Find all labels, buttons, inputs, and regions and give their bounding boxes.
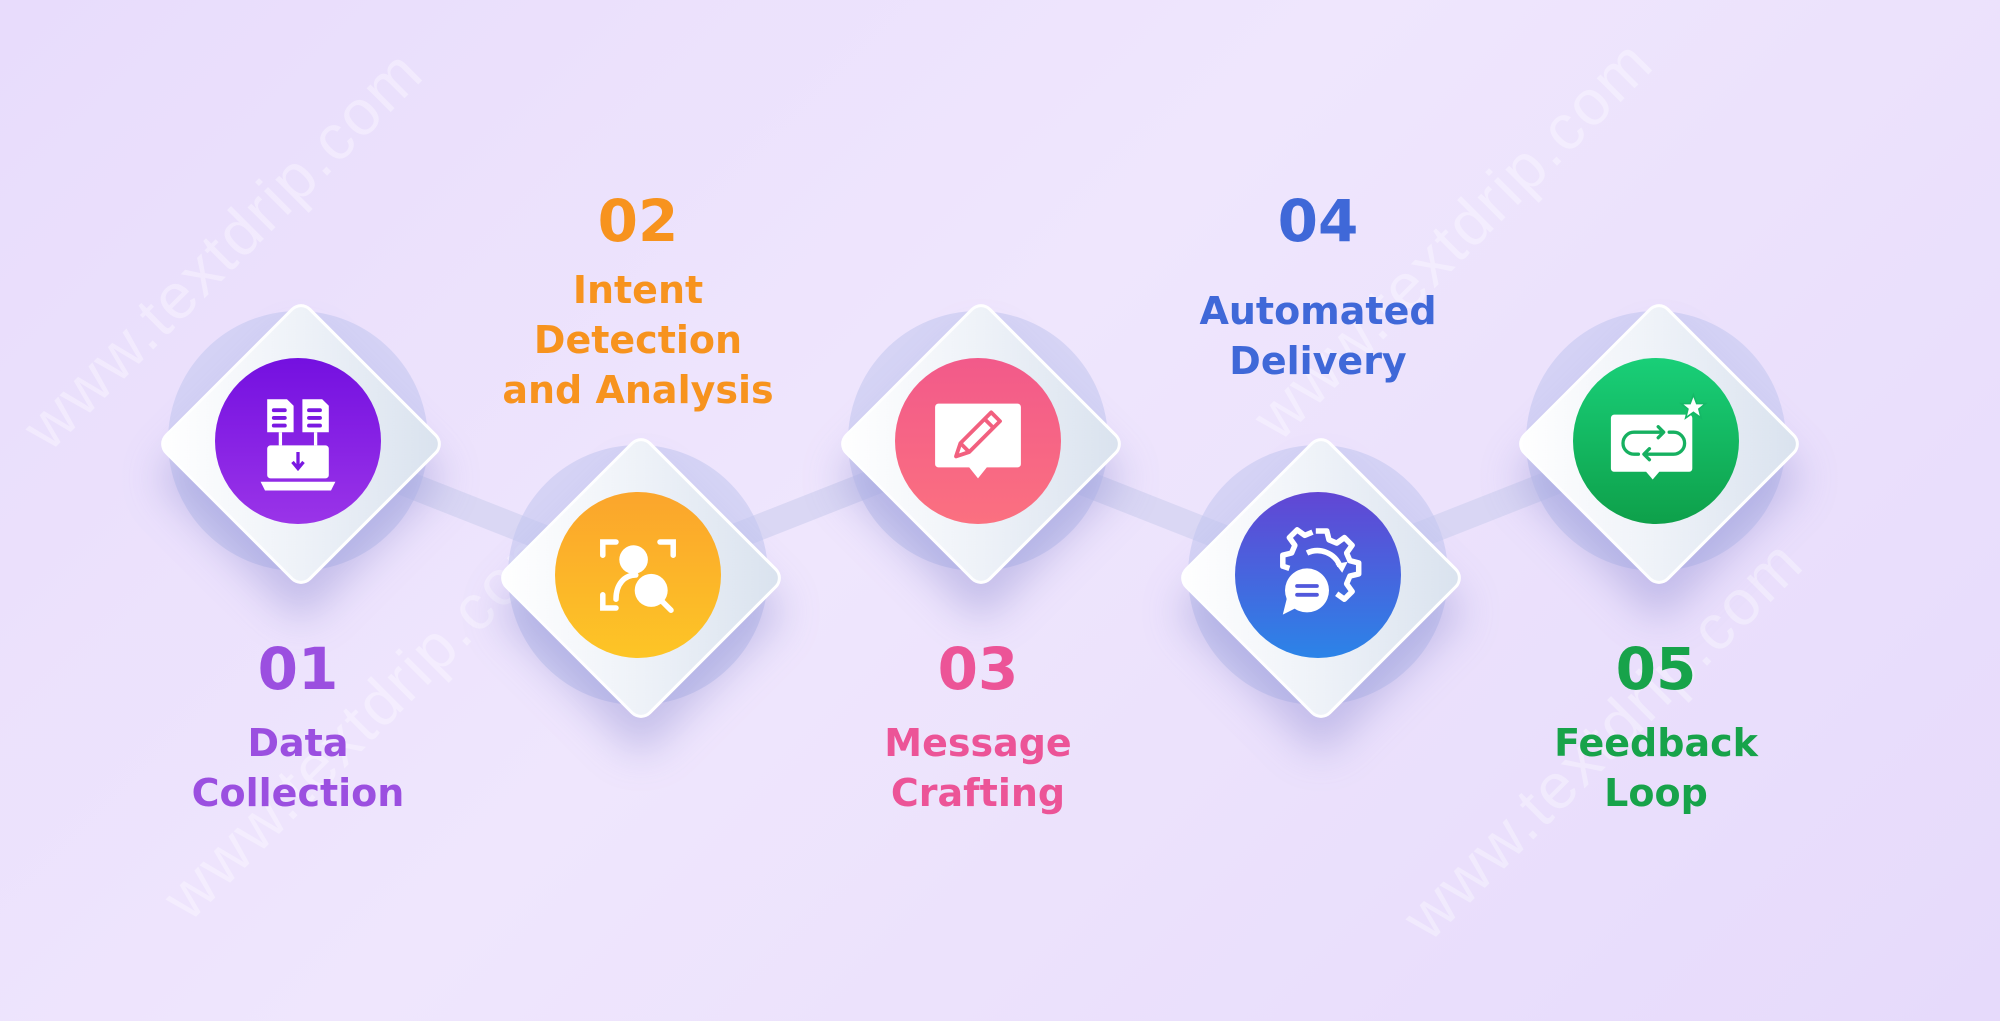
documents-to-laptop-icon [260,399,336,491]
user-scan-search-icon [600,539,676,613]
step-title: Intent Detection and Analysis [478,265,798,415]
title-line: Detection [533,318,743,362]
title-line: Data [247,721,349,765]
step-number: 04 [1277,187,1359,255]
step-title: Message Crafting [818,718,1138,818]
title-line: Loop [1604,771,1708,815]
title-line: Feedback [1554,721,1758,765]
icon-circle [1235,492,1401,658]
icon-circle [895,358,1061,524]
message-pencil-icon [935,403,1021,479]
title-line: Automated [1199,289,1437,333]
title-line: Intent [572,268,704,312]
step-title: Feedback Loop [1496,718,1816,818]
step-title: Data Collection [138,718,458,818]
step-number: 01 [257,635,339,703]
step-number: 05 [1615,635,1697,703]
gear-chat-automation-icon [1280,527,1362,615]
title-line: Message [884,721,1072,765]
title-line: and Analysis [502,368,774,412]
icon-circle [215,358,381,524]
step-number: 03 [937,635,1019,703]
feedback-loop-star-icon [1610,392,1708,480]
title-line: Crafting [890,771,1066,815]
step-number: 02 [597,187,679,255]
title-line: Delivery [1229,339,1407,383]
step-title: Automated Delivery [1158,286,1478,386]
title-line: Collection [191,771,405,815]
icon-circle [555,492,721,658]
icon-circle [1573,358,1739,524]
